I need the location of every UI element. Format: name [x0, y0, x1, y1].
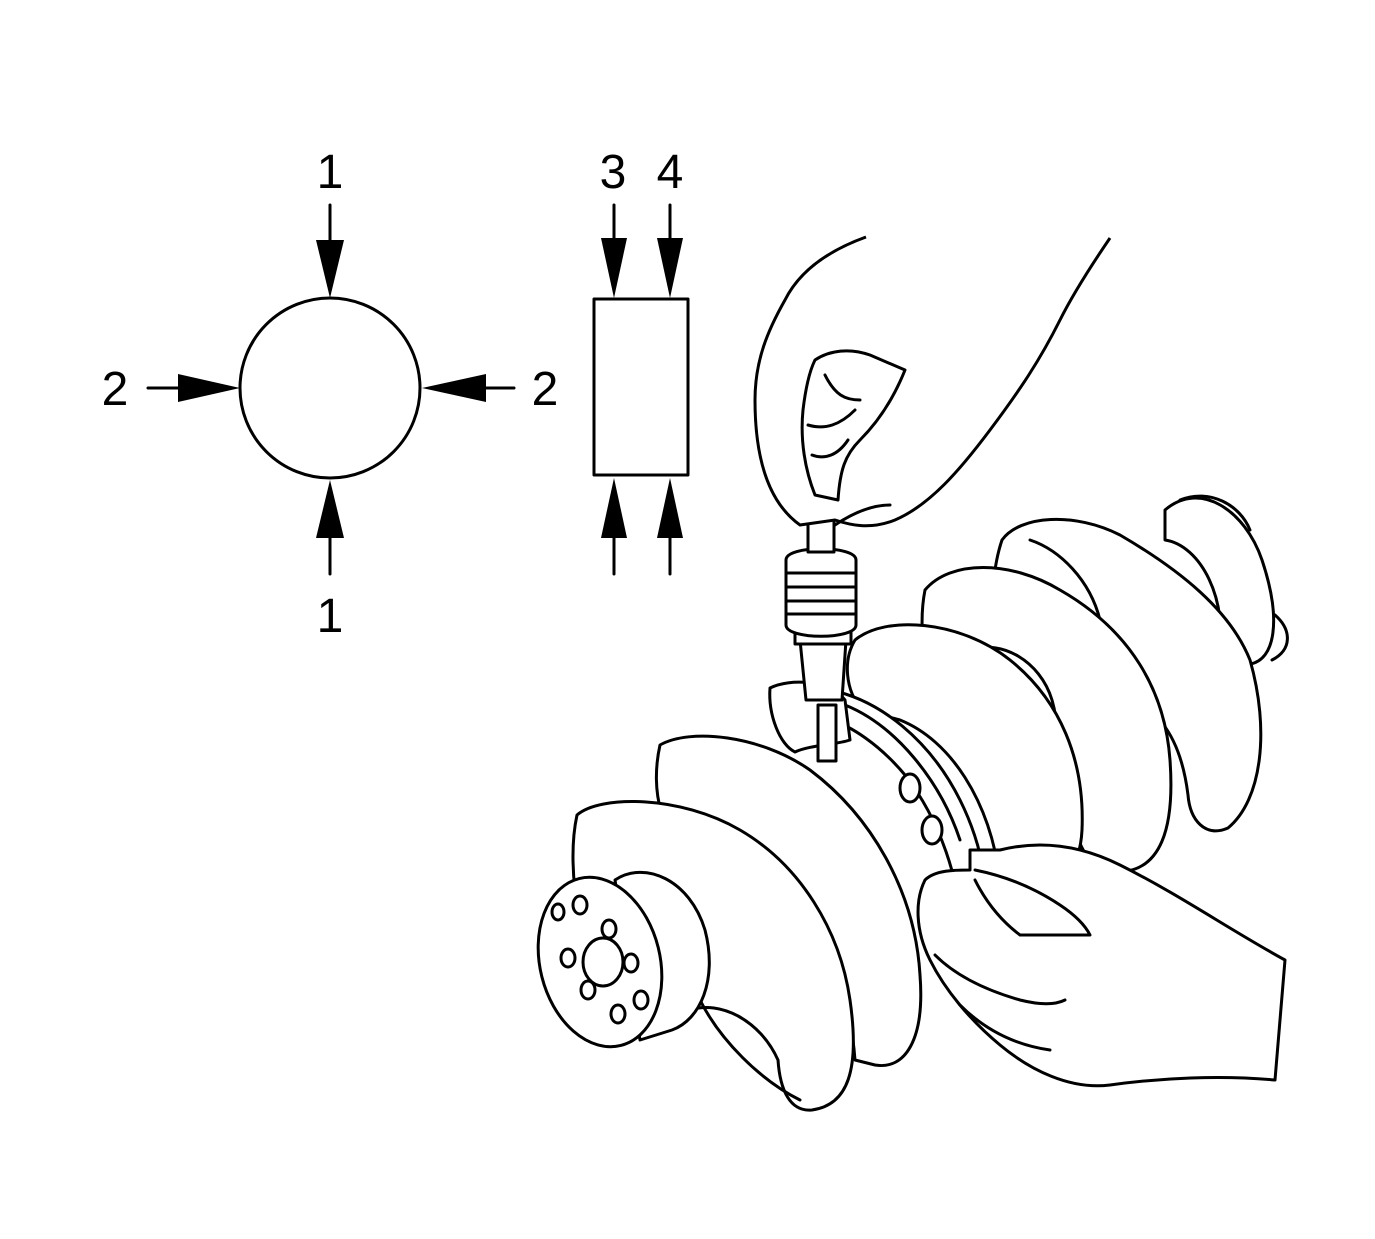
- top-right-arrow: [657, 203, 683, 298]
- lower-hand: [916, 843, 1287, 1088]
- callout-1-top: 1: [317, 146, 344, 199]
- callout-2-left: 2: [102, 363, 129, 416]
- bottom-arrow: [316, 480, 344, 576]
- bolt-hole: [550, 902, 566, 922]
- journal-side-view-rectangle: [592, 297, 690, 477]
- callout-1-bottom: 1: [317, 590, 344, 643]
- bolt-hole: [559, 947, 577, 969]
- rear-flange: [1163, 494, 1289, 666]
- left-arrow: [146, 374, 240, 402]
- taper-schematic: 3 4: [592, 146, 690, 576]
- out-of-round-schematic: 1 1 2 2: [102, 146, 559, 643]
- micrometer: [784, 510, 858, 763]
- top-arrow: [316, 203, 344, 298]
- journal-cross-section-circle: [238, 296, 422, 480]
- bottom-left-arrow: [601, 478, 627, 576]
- right-arrow: [422, 374, 516, 402]
- bolt-hole: [622, 952, 640, 974]
- bolt-hole: [579, 979, 597, 1001]
- top-left-arrow: [601, 203, 627, 298]
- center-bore: [581, 936, 625, 988]
- callout-2-right: 2: [532, 363, 559, 416]
- bolt-hole: [600, 918, 618, 940]
- upper-hand: [753, 235, 1112, 528]
- micrometer-thimble: [784, 547, 858, 638]
- crankshaft-illustration: [536, 235, 1289, 1112]
- bolt-hole: [609, 1003, 627, 1025]
- bolt-hole: [632, 989, 650, 1011]
- callout-3: 3: [600, 146, 627, 199]
- bolt-hole: [571, 894, 589, 916]
- callout-4: 4: [657, 146, 684, 199]
- front-snout: [536, 870, 711, 1049]
- bottom-right-arrow: [657, 478, 683, 576]
